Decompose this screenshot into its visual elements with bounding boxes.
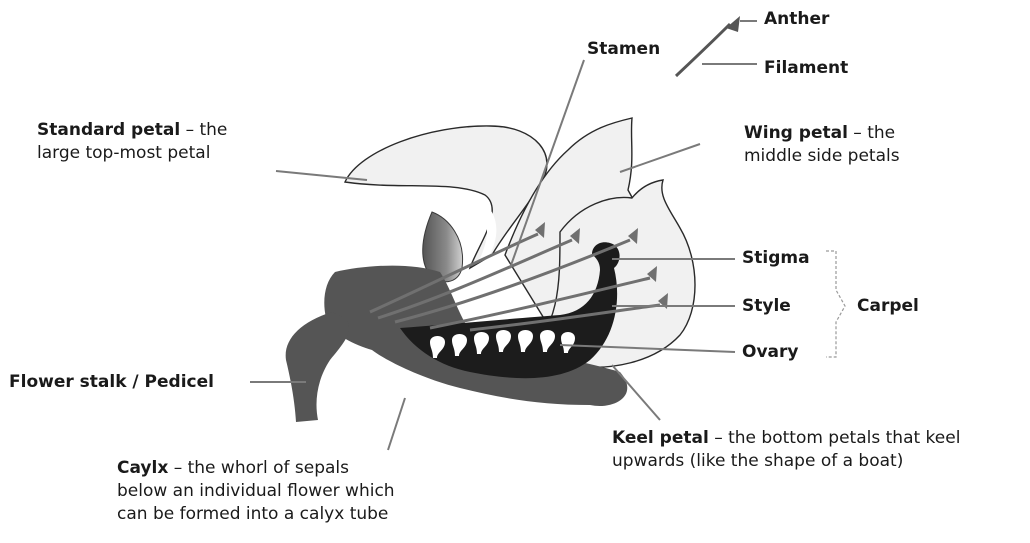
wing-petal-line-2: middle side petals <box>744 145 900 168</box>
standard-petal-line-1: Standard petal – the <box>37 119 227 142</box>
style-label: Style <box>742 295 791 318</box>
standard-petal-line-2: large top-most petal <box>37 142 227 165</box>
filament-term: Filament <box>764 58 848 78</box>
standard-petal-label: Standard petal – the large top-most peta… <box>37 119 227 165</box>
flower-stalk-label: Flower stalk / Pedicel <box>9 371 214 394</box>
filament-label: Filament <box>764 57 848 80</box>
calyx-label: Caylx – the whorl of sepals below an ind… <box>117 457 395 526</box>
calyx-desc-1: – the whorl of sepals <box>168 458 349 478</box>
pedicel-shape <box>286 312 349 422</box>
stigma-label: Stigma <box>742 247 810 270</box>
style-term: Style <box>742 296 791 316</box>
calyx-term: Caylx <box>117 458 168 478</box>
keel-petal-line-2: upwards (like the shape of a boat) <box>612 450 960 473</box>
calyx-line-2: below an individual flower which <box>117 480 395 503</box>
wing-petal-line-1: Wing petal – the <box>744 122 900 145</box>
keel-petal-term: Keel petal <box>612 428 709 448</box>
calyx-leader <box>388 398 405 450</box>
carpel-label: Carpel <box>857 295 919 318</box>
wing-petal-term: Wing petal <box>744 123 848 143</box>
carpel-term: Carpel <box>857 296 919 316</box>
flower-stalk-term: Flower stalk / Pedicel <box>9 372 214 392</box>
keel-petal-line-1: Keel petal – the bottom petals that keel <box>612 427 960 450</box>
keel-petal-label: Keel petal – the bottom petals that keel… <box>612 427 960 473</box>
standard-petal-term: Standard petal <box>37 120 180 140</box>
wing-petal-desc-1: – the <box>848 123 895 143</box>
stamen-term: Stamen <box>587 39 660 59</box>
calyx-line-3: can be formed into a calyx tube <box>117 503 395 526</box>
keel-petal-desc-1: – the bottom petals that keel <box>709 428 961 448</box>
anther-label: Anther <box>764 8 829 31</box>
carpel-bracket <box>826 251 845 357</box>
ovary-label: Ovary <box>742 341 798 364</box>
stigma-term: Stigma <box>742 248 810 268</box>
stamen-inset-filament <box>676 24 730 76</box>
standard-petal-desc-1: – the <box>180 120 227 140</box>
wing-petal-label: Wing petal – the middle side petals <box>744 122 900 168</box>
calyx-line-1: Caylx – the whorl of sepals <box>117 457 395 480</box>
stamen-label: Stamen <box>587 38 660 61</box>
ovary-term: Ovary <box>742 342 798 362</box>
anther-term: Anther <box>764 9 829 29</box>
